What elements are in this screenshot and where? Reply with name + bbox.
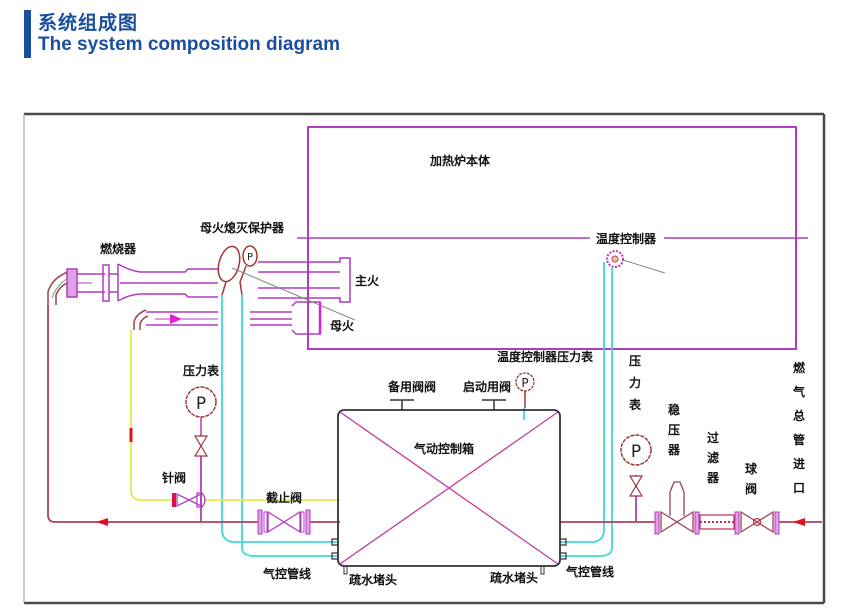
needle-valve: 针阀: [162, 470, 206, 509]
burner-label: 燃烧器: [100, 241, 137, 256]
vchar: 压: [629, 354, 641, 368]
pressure-gauge-left-label: 压力表: [183, 363, 220, 378]
pressure-gauge-right: 压力表 P: [620, 354, 652, 497]
inlet-flow-arrow-icon: [793, 518, 805, 526]
main-fire-label: 主火: [355, 273, 380, 288]
drain-plug-left-label: 疏水堵头: [349, 572, 397, 587]
temperature-controller: 温度控制器: [596, 231, 666, 274]
air-control-lines: [221, 262, 613, 557]
backup-valve-label: 备用阀阀: [387, 379, 436, 394]
ball-valve-label: 球阀: [745, 461, 758, 496]
pressure-gauge-left: 压力表 P: [183, 363, 220, 457]
air-control-line-right-label: 气控管线: [565, 564, 614, 579]
controller-pressure-gauge-label: 温度控制器压力表: [497, 349, 594, 364]
furnace-body-label: 加热炉本体: [429, 153, 491, 168]
ball-valve: 球阀: [734, 461, 780, 535]
title-chinese: 系统组成图: [38, 12, 139, 34]
svg-text:P: P: [247, 252, 253, 263]
pilot-flow-arrow-icon: [170, 314, 182, 324]
pilot-fire-label: 母火: [330, 319, 355, 333]
pilot-gas-line: [129, 330, 340, 501]
burner-assembly: 燃烧器 主火: [47, 241, 380, 305]
gas-main-inlet: 燃气总管进口: [792, 360, 806, 495]
pressure-gauge-right-label-1: 压力表: [628, 354, 642, 412]
svg-text:P: P: [521, 376, 528, 390]
temperature-controller-label: 温度控制器: [596, 231, 657, 246]
pilot-fire-assembly: 母火: [133, 301, 355, 335]
pressure-regulator-label: 稳压器: [667, 402, 681, 457]
title-english: The system composition diagram: [38, 34, 340, 55]
main-gas-line: [47, 305, 822, 523]
return-flow-arrow-icon: [96, 518, 108, 526]
gas-main-inlet-label: 燃气总管进口: [792, 360, 806, 495]
temperature-sensor-icon: [606, 250, 624, 268]
flameout-protector: 母火熄灭保护器 P: [200, 220, 356, 321]
drain-plug-right-label: 疏水堵头: [490, 570, 538, 585]
flameout-protector-label: 母火熄灭保护器: [200, 220, 285, 235]
pneumatic-control-box-label: 气动控制箱: [413, 441, 474, 456]
header-accent-bar: [24, 10, 31, 58]
furnace-body: 加热炉本体: [297, 126, 808, 350]
stop-valve-label: 截止阀: [266, 490, 302, 505]
filter: 过滤器: [699, 430, 735, 530]
pressure-regulator: 稳压器: [654, 402, 700, 535]
stop-valve: 截止阀: [257, 490, 311, 535]
start-valve-label: 启动用阀: [463, 379, 511, 394]
air-control-line-left-label: 气控管线: [262, 566, 311, 581]
needle-valve-label: 针阀: [162, 470, 186, 485]
pneumatic-control-box: 气动控制箱 备用阀阀 启动用阀 疏水堵头 疏水堵头: [331, 379, 567, 587]
controller-pressure-gauge: 温度控制器压力表 P: [497, 349, 594, 408]
svg-text:P: P: [631, 442, 641, 462]
diagram-frame: [23, 112, 826, 605]
filter-label: 过滤器: [706, 430, 720, 485]
svg-text:P: P: [196, 394, 206, 414]
pressure-gauge-icon: [620, 434, 652, 466]
flameout-pressure-gauge-icon: [242, 245, 258, 267]
